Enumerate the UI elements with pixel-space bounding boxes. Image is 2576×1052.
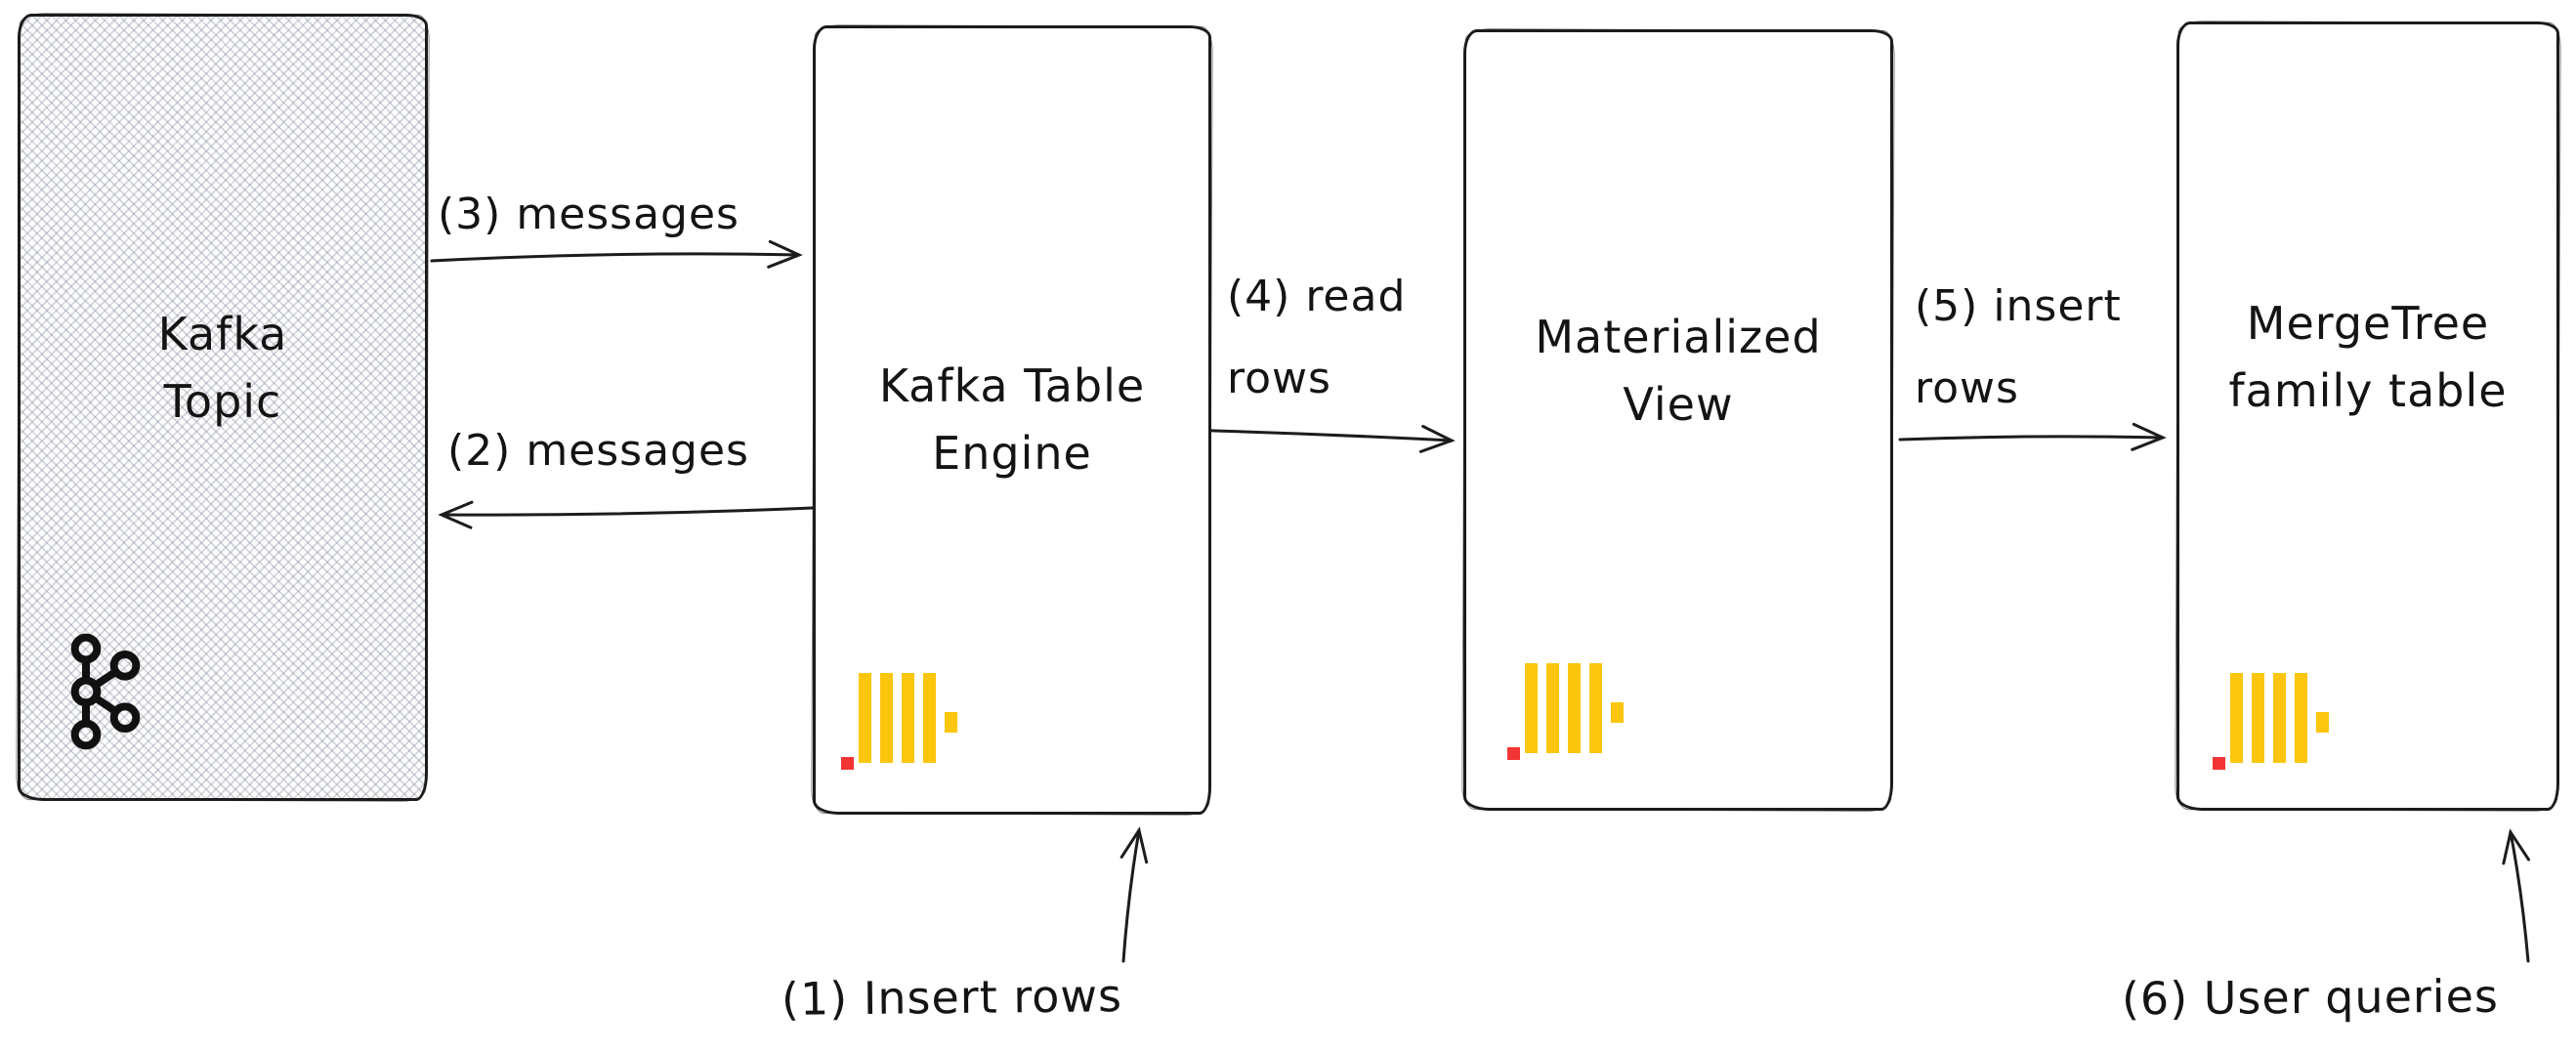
clickhouse-logo-icon bbox=[2213, 673, 2330, 775]
edge-label-user-queries: (6) User queries bbox=[2121, 969, 2500, 1026]
edge-label-insert-rows: (1) Insert rows bbox=[781, 969, 1123, 1026]
node-materialized-view: Materialized View bbox=[1463, 29, 1893, 811]
edge-label-read-rows: (4) read rows bbox=[1227, 272, 1407, 403]
arrow-messages-out bbox=[438, 500, 815, 529]
node-mergetree-table: MergeTree family table bbox=[2176, 21, 2559, 811]
node-materialized-view-label: Materialized View bbox=[1535, 311, 1822, 431]
edge-label-messages-out: (2) messages bbox=[447, 426, 749, 476]
node-kafka-table-engine-label: Kafka Table Engine bbox=[878, 359, 1146, 480]
arrow-user-queries bbox=[2502, 828, 2531, 963]
arrow-insert-rows-mv bbox=[1898, 422, 2167, 451]
arrow-insert-rows bbox=[1119, 826, 1149, 963]
node-mergetree-table-label: MergeTree family table bbox=[2228, 297, 2508, 417]
node-kafka-topic: Kafka Topic bbox=[18, 14, 428, 801]
arrow-read-rows bbox=[1178, 424, 1456, 453]
clickhouse-logo-icon bbox=[1507, 663, 1625, 765]
node-kafka-topic-label: Kafka Topic bbox=[157, 308, 288, 428]
clickhouse-logo-icon bbox=[841, 673, 958, 775]
edge-label-insert-rows-mv: (5) insert rows bbox=[1915, 281, 2122, 413]
kafka-logo-icon bbox=[70, 633, 141, 750]
edge-label-messages-in: (3) messages bbox=[438, 189, 739, 239]
node-kafka-table-engine: Kafka Table Engine bbox=[813, 25, 1211, 815]
